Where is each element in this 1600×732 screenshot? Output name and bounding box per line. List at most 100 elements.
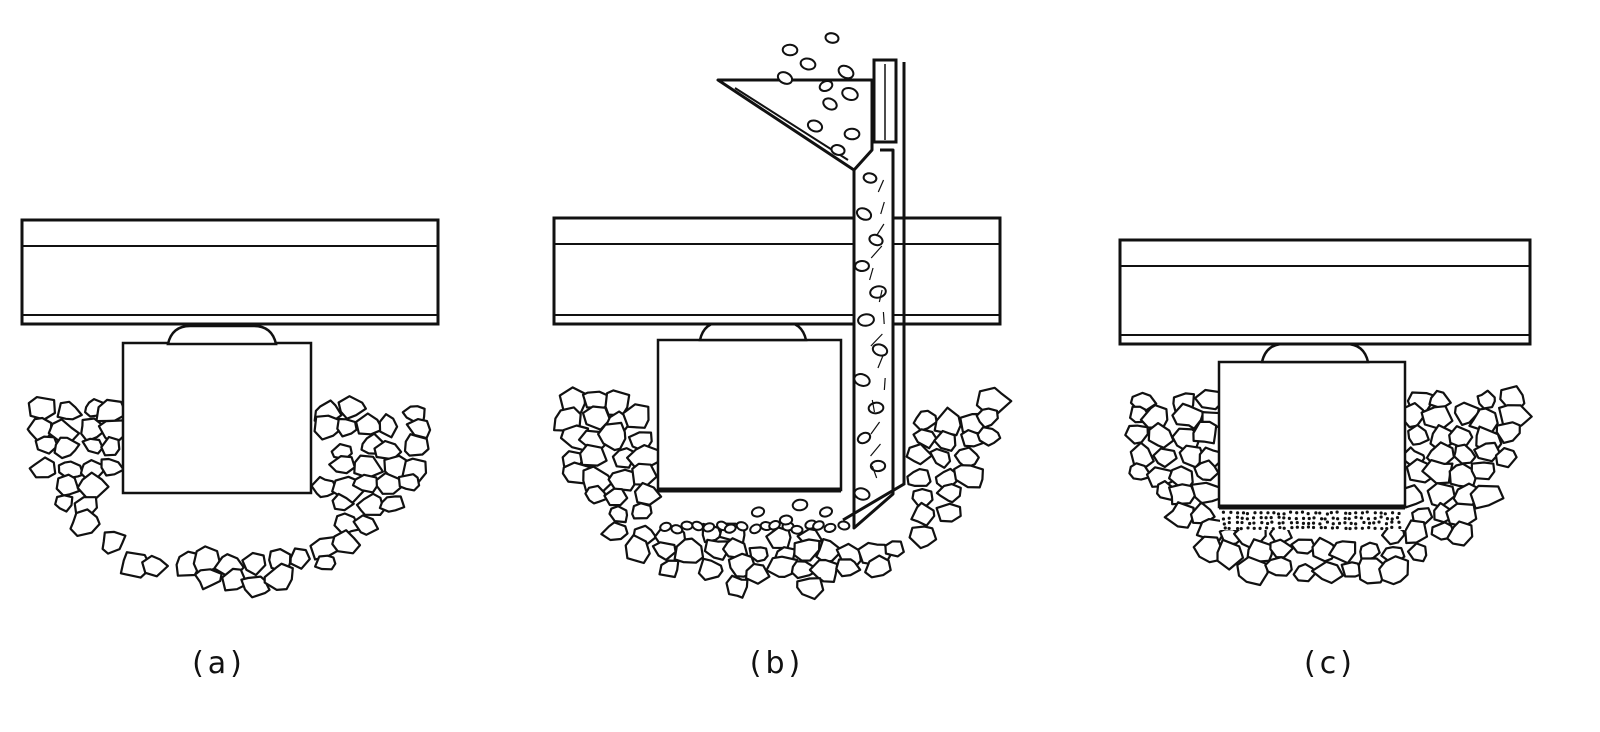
falling-stone bbox=[843, 127, 861, 141]
packed-grain bbox=[1360, 511, 1365, 515]
ballast-stone bbox=[884, 540, 905, 558]
packed-grain bbox=[1397, 511, 1401, 516]
ballast-stone bbox=[1147, 422, 1175, 449]
ballast-stone bbox=[55, 473, 81, 497]
panel-a-void-under-sleeper bbox=[20, 218, 440, 599]
packed-grain bbox=[1325, 512, 1330, 516]
packed-grain bbox=[1384, 522, 1389, 526]
falling-stone bbox=[854, 259, 870, 273]
ballast-stone bbox=[28, 456, 57, 479]
ballast-stone bbox=[935, 502, 962, 523]
packed-grain bbox=[1222, 522, 1226, 526]
packed-grain bbox=[1323, 517, 1327, 521]
falling-stone bbox=[823, 522, 837, 533]
ballast-stone bbox=[1473, 441, 1501, 463]
packed-grain bbox=[1373, 511, 1377, 515]
ballast-stone bbox=[631, 502, 653, 520]
ballast-stone bbox=[1171, 402, 1205, 430]
packed-grain bbox=[1289, 521, 1294, 525]
packed-grain bbox=[1259, 511, 1263, 515]
ballast-stone bbox=[579, 443, 608, 467]
packed-grain bbox=[1379, 515, 1383, 519]
ballast-stone bbox=[101, 530, 127, 555]
falling-stone bbox=[790, 524, 804, 535]
ballast-stone bbox=[1470, 461, 1496, 481]
packed-grain bbox=[1331, 516, 1335, 520]
ballast-stone bbox=[725, 574, 749, 599]
ballast-stone bbox=[240, 575, 271, 599]
rail-pad bbox=[166, 324, 278, 346]
ballast-stone bbox=[351, 473, 380, 494]
sleeper bbox=[121, 341, 313, 495]
packed-grain bbox=[1330, 526, 1335, 530]
ballast-stone bbox=[100, 457, 125, 477]
packed-grain bbox=[1276, 512, 1281, 516]
ballast-stone bbox=[976, 426, 1002, 447]
packed-grain bbox=[1335, 510, 1339, 514]
packed-grain bbox=[1398, 525, 1402, 530]
ballast-stone bbox=[375, 472, 402, 495]
falling-stone bbox=[862, 172, 878, 184]
ballast-stone bbox=[908, 525, 938, 550]
packed-grain bbox=[1300, 510, 1305, 514]
packed-grain bbox=[1390, 525, 1394, 529]
ballast-stone bbox=[912, 409, 938, 432]
packed-grain bbox=[1241, 511, 1246, 515]
ballast-stone bbox=[353, 454, 384, 479]
injection-tube-outer bbox=[842, 62, 906, 522]
falling-stone bbox=[853, 487, 871, 501]
packed-grain bbox=[1344, 511, 1348, 515]
ballast-stone bbox=[313, 414, 341, 441]
packed-grain bbox=[1278, 525, 1282, 530]
packed-grain bbox=[1260, 521, 1264, 525]
ballast-stone bbox=[1163, 501, 1195, 529]
falling-stone bbox=[812, 520, 825, 531]
packed-grain bbox=[1336, 517, 1340, 521]
falling-stone bbox=[680, 520, 694, 531]
packed-grain bbox=[1227, 520, 1231, 525]
packed-grain bbox=[1252, 526, 1256, 530]
ballast-stone bbox=[1421, 459, 1454, 485]
packed-grain bbox=[1301, 525, 1305, 530]
packed-grain bbox=[1245, 517, 1249, 521]
ballast-stone bbox=[905, 443, 933, 466]
packed-grain bbox=[1295, 511, 1299, 515]
ballast-stone bbox=[1192, 420, 1218, 445]
ballast-stone bbox=[241, 551, 267, 577]
falling-stone bbox=[819, 506, 833, 518]
ballast-stone bbox=[333, 512, 361, 537]
ballast-stone bbox=[378, 495, 406, 513]
packed-layer bbox=[1220, 508, 1405, 530]
packed-grain bbox=[1331, 522, 1335, 526]
falling-stone bbox=[868, 233, 884, 247]
flow-streak bbox=[870, 333, 883, 347]
packed-grain bbox=[1265, 521, 1270, 526]
rail-body bbox=[20, 218, 440, 326]
packed-grain bbox=[1325, 520, 1330, 524]
falling-stone bbox=[869, 459, 887, 473]
packed-grain bbox=[1385, 527, 1389, 531]
packed-grain bbox=[1266, 511, 1270, 515]
ballast-stone bbox=[336, 417, 358, 438]
packed-grain bbox=[1360, 526, 1364, 530]
packed-grain bbox=[1229, 510, 1233, 514]
packed-grain bbox=[1354, 526, 1358, 530]
packed-grain bbox=[1269, 516, 1273, 520]
packed-grain bbox=[1311, 525, 1316, 530]
ballast-stone bbox=[352, 514, 380, 536]
packed-grain bbox=[1236, 511, 1240, 515]
ballast-stone bbox=[1290, 538, 1317, 555]
packed-grain bbox=[1367, 521, 1372, 525]
packed-grain bbox=[1373, 516, 1377, 520]
flow-streak bbox=[871, 465, 878, 479]
ballast-stone bbox=[621, 403, 650, 429]
packed-grain bbox=[1343, 521, 1347, 525]
packed-grain bbox=[1253, 511, 1257, 515]
ballast-stone bbox=[337, 395, 367, 420]
ballast-stone bbox=[793, 538, 821, 562]
packed-grain bbox=[1383, 512, 1387, 516]
ballast-stone bbox=[600, 521, 629, 542]
ballast-stone bbox=[263, 562, 294, 591]
sleeper bbox=[1217, 360, 1407, 509]
ballast-stone bbox=[1407, 423, 1430, 446]
